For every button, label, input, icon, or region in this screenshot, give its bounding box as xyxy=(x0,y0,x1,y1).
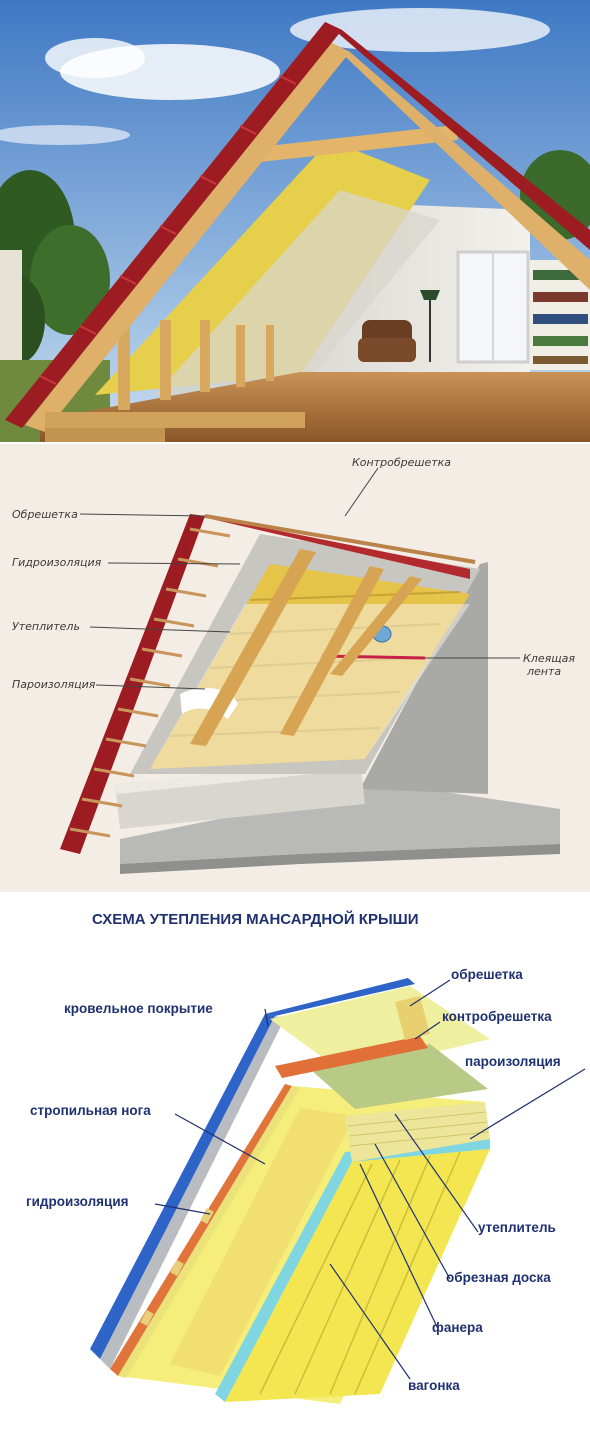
label-uteplitel: Утеплитель xyxy=(12,620,80,633)
scheme-label-parozolyaciya: пароизоляция xyxy=(465,1054,561,1069)
scheme-label-fanera: фанера xyxy=(432,1320,483,1335)
attic-render-image xyxy=(0,0,590,442)
batten-band xyxy=(100,1016,285,1369)
scheme-title: СХЕМА УТЕПЛЕНИЯ МАНСАРДНОЙ КРЫШИ xyxy=(92,910,418,928)
scheme-label-stropilnaya: стропильная нога xyxy=(30,1103,151,1118)
armchair xyxy=(358,320,416,362)
insulation-scheme-diagram: СХЕМА УТЕПЛЕНИЯ МАНСАРДНОЙ КРЫШИ xyxy=(0,894,590,1436)
label-gidroizolyaciya: Гидроизоляция xyxy=(12,556,102,569)
collar-beam xyxy=(250,125,458,163)
base-beam xyxy=(115,759,365,829)
label-obreshetka: Обрешетка xyxy=(12,508,78,521)
floor-joist xyxy=(45,412,305,428)
label-kleyashchaya-1: Клеящая xyxy=(523,652,575,665)
rafter xyxy=(170,1108,355,1376)
slope-battens xyxy=(140,1207,214,1327)
roof-layers-diagram: Контробрешетка Обрешетка Гидроизоляция У… xyxy=(0,444,590,892)
roof-covering xyxy=(90,1014,275,1359)
battens xyxy=(69,527,231,838)
label-kontrobreshetka: Контробрешетка xyxy=(352,456,451,469)
scheme-label-krovelnoe: кровельное покрытие xyxy=(64,1001,213,1016)
scheme-label-kontrobreshetka: контробрешетка xyxy=(442,1009,552,1024)
batten-top xyxy=(395,996,430,1040)
rafter-right xyxy=(330,42,590,290)
lining-boards xyxy=(225,1149,490,1402)
plywood-band xyxy=(345,1102,490,1162)
counter-battens xyxy=(204,514,476,564)
counter-batten xyxy=(275,1036,428,1078)
roof-tiles-right xyxy=(325,22,590,250)
floor-lamp xyxy=(420,290,440,362)
floor-slab xyxy=(120,784,560,864)
scheme-label-uteplitel: утеплитель xyxy=(478,1220,556,1235)
rafters xyxy=(190,549,422,746)
scheme-label-vagonka: вагонка xyxy=(408,1378,460,1393)
adhesive-tape xyxy=(321,654,426,660)
scheme-label-obreshetka: обрешетка xyxy=(451,967,523,982)
scheme-label-obreznaya: обрезная доска xyxy=(446,1270,551,1285)
label-kleyashchaya-2: лента xyxy=(526,665,561,678)
hydro-strip xyxy=(110,1084,292,1376)
roof-tiles-left xyxy=(5,22,342,428)
rafter-left xyxy=(25,42,350,432)
scheme-label-gidroizolyaciya: гидроизоляция xyxy=(26,1194,129,1209)
label-parozolyaciya: Пароизоляция xyxy=(12,678,96,691)
